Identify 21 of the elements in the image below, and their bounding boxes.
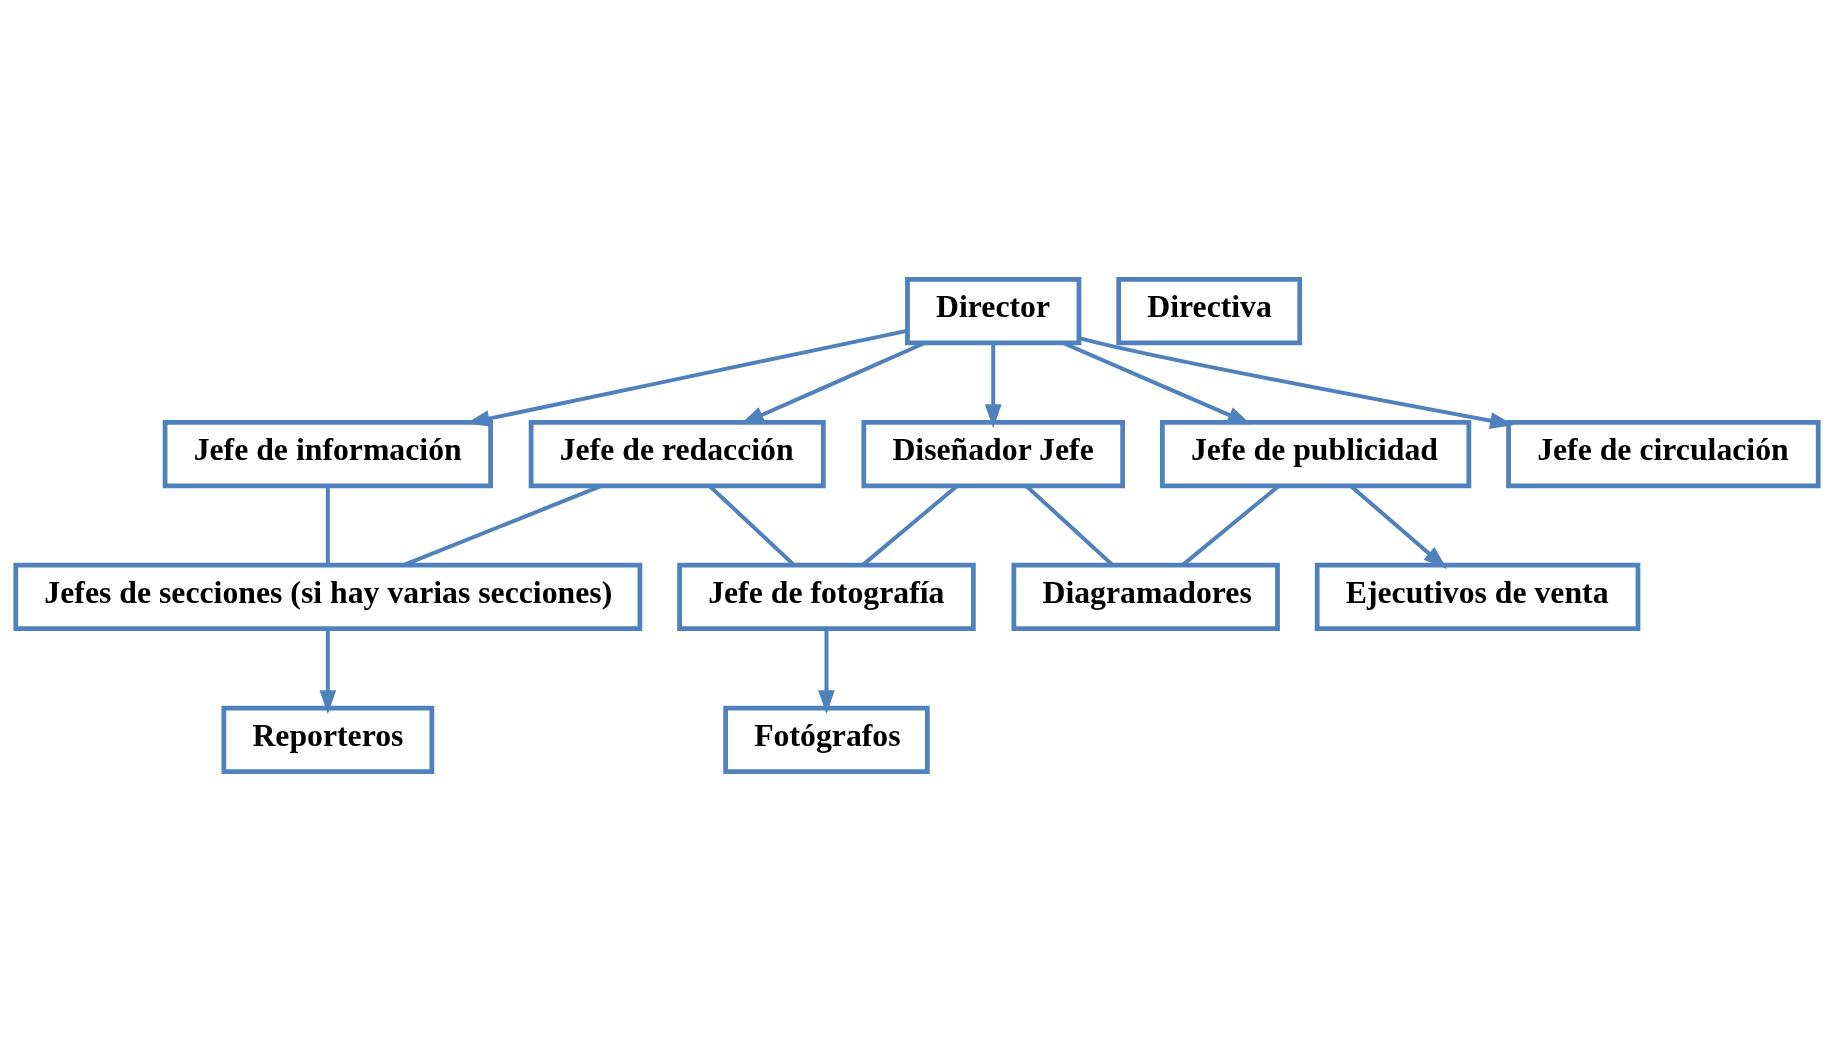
node-box: Jefe de circulación [1506,419,1821,488]
connector [325,485,330,565]
arrow [984,342,1002,428]
arrow [1062,340,1252,425]
node-box: Diagramadores [1011,562,1280,631]
node-box: Jefe de fotografía [677,562,976,631]
node-box: Jefe de información [162,419,493,488]
connector [402,483,603,567]
node-box: Ejecutivos de venta [1314,562,1641,631]
node-box: Reporteros [221,705,435,774]
arrow [319,628,337,714]
node-box: Diseñador Jefe [861,419,1126,488]
arrow [818,628,835,714]
node-box: Jefe de redacción [528,419,826,488]
node-box: Director [905,276,1082,345]
arrow [740,340,926,425]
arrow [1078,335,1514,429]
node-box: Directiva [1116,276,1303,345]
node-box: Jefes de secciones (si hay varias secciones) [13,562,643,631]
node-box: Jefe de publicidad [1159,419,1472,488]
node-box: Fotógrafos [723,705,930,774]
